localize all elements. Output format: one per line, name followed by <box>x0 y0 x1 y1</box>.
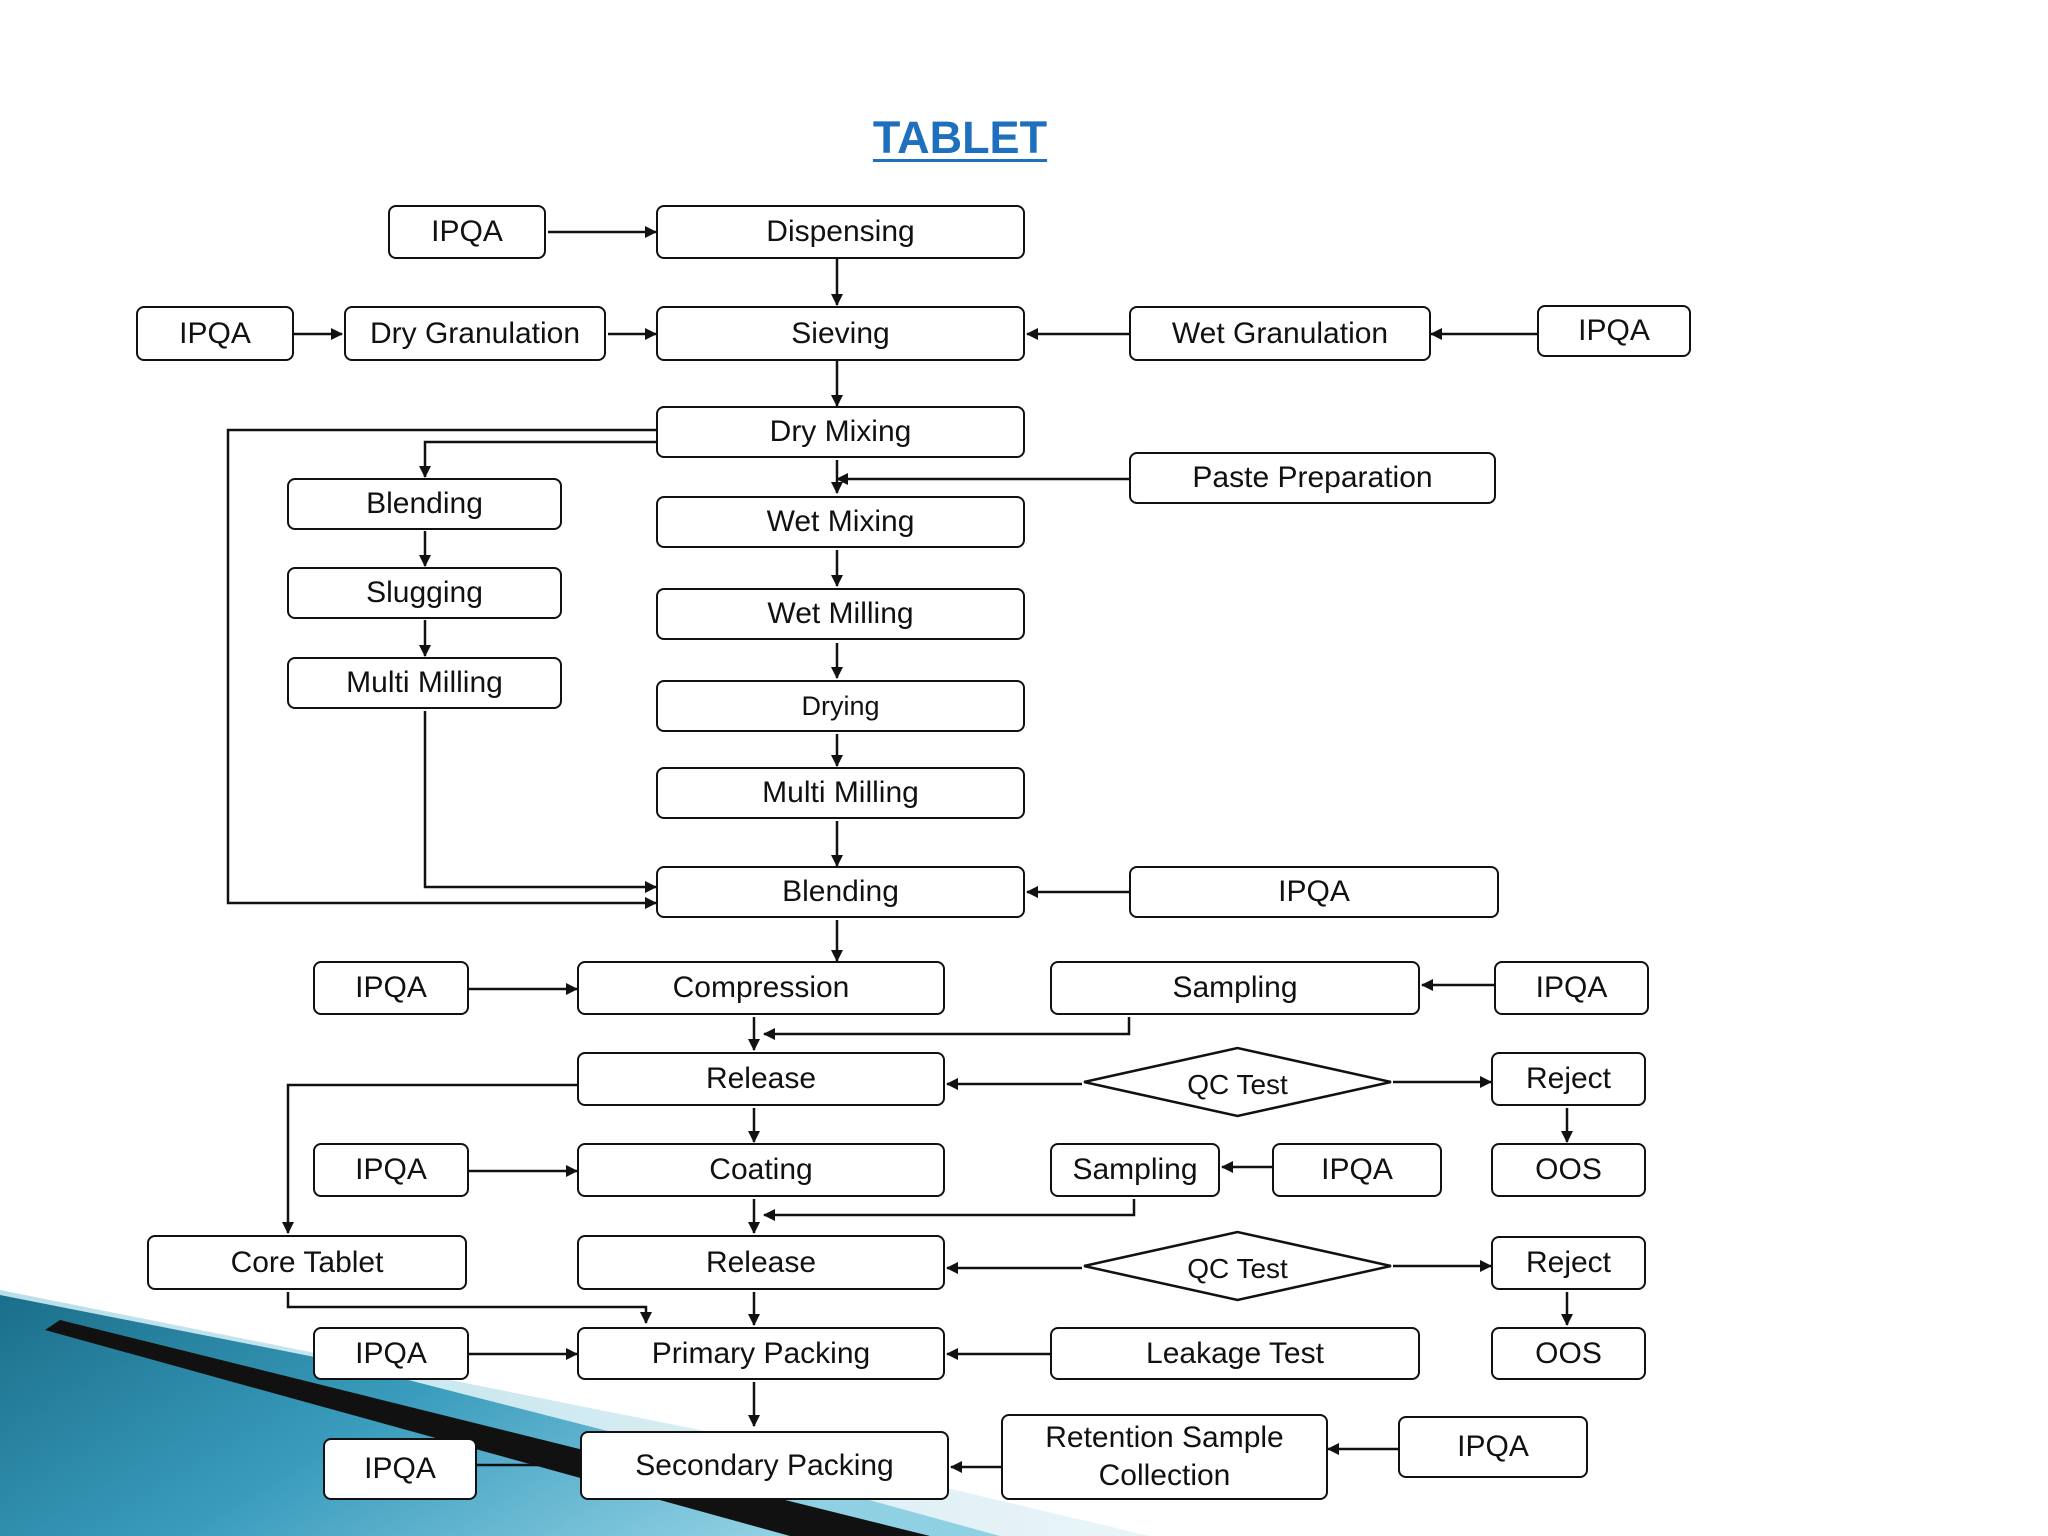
reject-1-box: Reject <box>1491 1052 1646 1106</box>
sieving-box: Sieving <box>656 306 1025 361</box>
wet-granulation-box: Wet Granulation <box>1129 306 1431 361</box>
retention-label-line2: Collection <box>1098 1459 1231 1492</box>
blending-dry-box: Blending <box>287 478 562 530</box>
ipqa-wet-granulation-box: IPQA <box>1537 305 1691 357</box>
blending-main-box: Blending <box>656 866 1025 918</box>
edge-sampling-1-to-release-1 <box>763 1017 1131 1040</box>
wet-mixing-box: Wet Mixing <box>656 496 1025 548</box>
edge-release-1-to-core-tablet <box>282 1083 577 1234</box>
ipqa-retention-box: IPQA <box>1398 1416 1588 1478</box>
multi-milling-wet-box: Multi Milling <box>656 767 1025 819</box>
ipqa-blending-box: IPQA <box>1129 866 1499 918</box>
qc-test-2-label: QC Test <box>1187 1253 1288 1284</box>
release-2-box: Release <box>577 1235 945 1290</box>
multi-milling-dry-box: Multi Milling <box>287 657 562 709</box>
dry-mixing-box: Dry Mixing <box>656 406 1025 458</box>
ipqa-dispensing-box: IPQA <box>388 205 546 259</box>
slugging-box: Slugging <box>287 567 562 619</box>
dispensing-box: Dispensing <box>656 205 1025 259</box>
qc-test-1-diamond: QC Test <box>1082 1046 1393 1118</box>
qc-test-1-label: QC Test <box>1187 1069 1288 1100</box>
ipqa-compression-box: IPQA <box>313 961 469 1015</box>
compression-box: Compression <box>577 961 945 1015</box>
retention-label-line1: Retention Sample <box>1045 1421 1284 1454</box>
ipqa-primary-packing-box: IPQA <box>313 1327 469 1380</box>
edge-dry-mixing-to-blending-dry <box>419 440 656 478</box>
sampling-2-box: Sampling <box>1050 1143 1220 1197</box>
ipqa-dry-granulation-box: IPQA <box>136 306 294 361</box>
ipqa-sampling-2-box: IPQA <box>1272 1143 1442 1197</box>
dry-granulation-box: Dry Granulation <box>344 306 606 361</box>
leakage-test-box: Leakage Test <box>1050 1327 1420 1380</box>
secondary-packing-box: Secondary Packing <box>580 1431 949 1500</box>
oos-1-box: OOS <box>1491 1143 1646 1197</box>
oos-2-box: OOS <box>1491 1327 1646 1380</box>
reject-2-box: Reject <box>1491 1236 1646 1290</box>
wet-milling-box: Wet Milling <box>656 588 1025 640</box>
ipqa-secondary-packing-box: IPQA <box>323 1438 477 1500</box>
page-title: TABLET <box>872 112 1048 163</box>
core-tablet-box: Core Tablet <box>147 1235 467 1290</box>
ipqa-sampling-1-box: IPQA <box>1494 961 1649 1015</box>
edge-dry-mixing-bypass-to-blending <box>226 428 657 909</box>
paste-preparation-box: Paste Preparation <box>1129 452 1496 504</box>
coating-box: Coating <box>577 1143 945 1197</box>
qc-test-2-diamond: QC Test <box>1082 1230 1393 1302</box>
primary-packing-box: Primary Packing <box>577 1327 945 1380</box>
edge-multi-milling-dry-to-blending <box>423 711 657 893</box>
edge-sampling-2-to-release-2 <box>763 1199 1136 1221</box>
ipqa-coating-box: IPQA <box>313 1143 469 1197</box>
release-1-box: Release <box>577 1052 945 1106</box>
drying-box: Drying <box>656 680 1025 732</box>
retention-sample-collection-box: Retention Sample Collection <box>1001 1414 1328 1500</box>
edge-core-tablet-to-primary-packing <box>286 1292 652 1324</box>
sampling-1-box: Sampling <box>1050 961 1420 1015</box>
